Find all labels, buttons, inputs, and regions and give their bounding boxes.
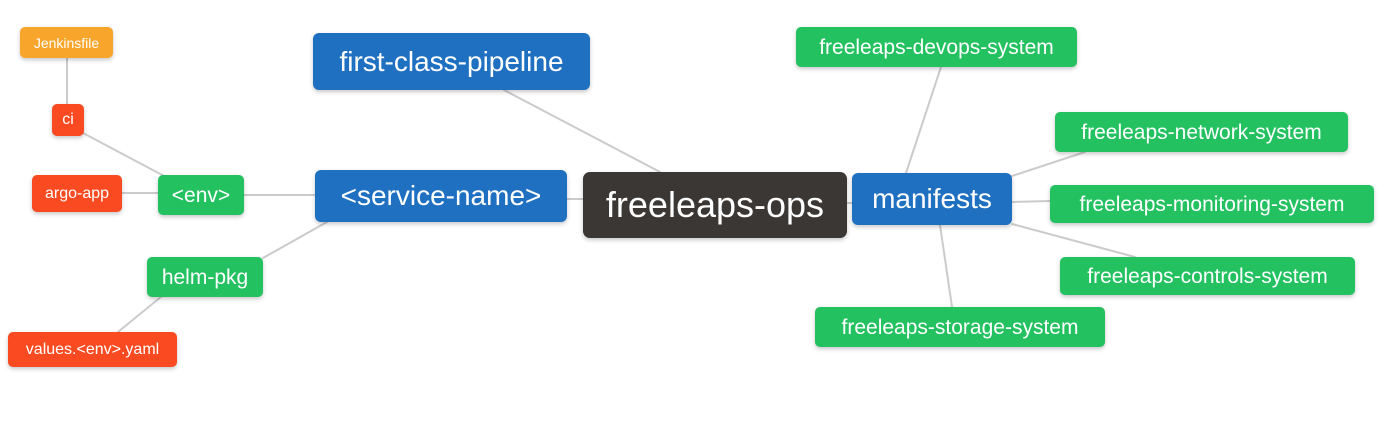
mindmap-node-jenkinsfile[interactable]: Jenkinsfile [20,27,113,58]
mindmap-node-freeleaps-storage-system[interactable]: freeleaps-storage-system [815,307,1105,347]
edge-manifests-freeleaps-devops-system [905,66,942,174]
mindmap-node-freeleaps-monitoring-system[interactable]: freeleaps-monitoring-system [1050,185,1374,223]
mindmap-node-helm-pkg[interactable]: helm-pkg [147,257,263,297]
edge-manifests-freeleaps-network-system [1011,151,1086,177]
edge-helm-pkg-values-env-yaml [117,295,163,333]
mindmap-node-manifests[interactable]: manifests [852,173,1012,225]
mindmap-node-service-name[interactable]: <service-name> [315,170,567,222]
mindmap-node-first-class-pipeline[interactable]: first-class-pipeline [313,33,590,90]
mindmap-node-freeleaps-controls-system[interactable]: freeleaps-controls-system [1060,257,1355,295]
edge-manifests-freeleaps-storage-system [939,224,953,308]
mindmap-node-freeleaps-network-system[interactable]: freeleaps-network-system [1055,112,1348,152]
mindmap-node-ci[interactable]: ci [52,104,84,136]
mindmap-node-freeleaps-devops-system[interactable]: freeleaps-devops-system [796,27,1077,67]
edge-ci-env [82,132,167,178]
mindmap-node-argo-app[interactable]: argo-app [32,175,122,212]
edge-manifests-freeleaps-monitoring-system [1011,200,1051,203]
mindmap-node-env[interactable]: <env> [158,175,244,215]
edge-manifests-freeleaps-controls-system [1011,223,1136,258]
mindmap-node-freeleaps-ops[interactable]: freeleaps-ops [583,172,847,238]
edge-first-class-pipeline-freeleaps-ops [503,89,661,173]
edge-service-name-helm-pkg [262,221,328,259]
mindmap-node-values-env-yaml[interactable]: values.<env>.yaml [8,332,177,367]
